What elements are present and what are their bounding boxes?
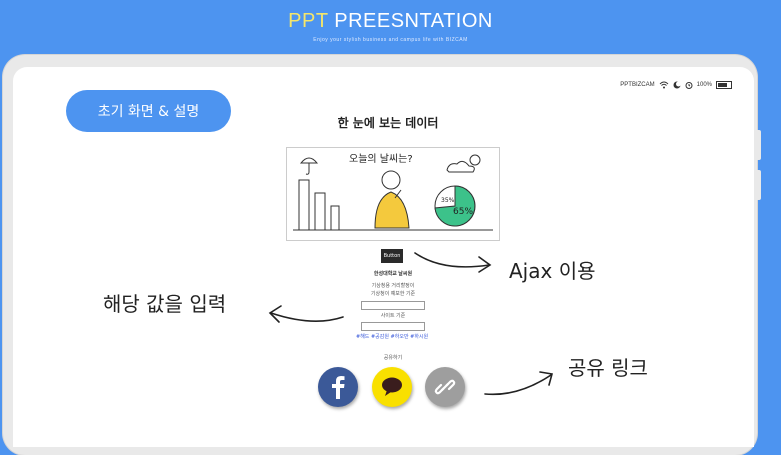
- wifi-icon: [659, 81, 668, 89]
- status-bar: PPTBIZCAM 100%: [620, 81, 732, 89]
- intro-section-button[interactable]: 초기 화면 & 설명: [66, 90, 231, 132]
- cloud-sun-icon: [446, 154, 481, 173]
- annotation-ajax: Ajax 이용: [509, 259, 596, 283]
- moon-icon: [673, 81, 681, 89]
- mini-button[interactable]: Button: [381, 249, 403, 263]
- facebook-icon: [332, 376, 345, 399]
- side-button: [755, 130, 761, 160]
- side-button: [755, 170, 761, 200]
- banner-title-rest: PREESNTATION: [328, 10, 493, 32]
- battery-icon: [716, 81, 732, 89]
- facebook-share-button[interactable]: [318, 367, 358, 407]
- value-input[interactable]: [361, 301, 425, 310]
- value-input[interactable]: [361, 322, 425, 331]
- sub-label: 사이트 기준: [380, 313, 406, 319]
- battery-percent: 100%: [696, 82, 712, 88]
- umbrella-icon: [299, 157, 319, 175]
- arrows-layer: [268, 252, 554, 396]
- banner-title-accent: PPT: [288, 10, 329, 32]
- pie-drawing: 35% 65%: [434, 185, 476, 227]
- kakao-talk-icon: [382, 377, 402, 396]
- arrow-icon: [484, 371, 554, 396]
- phone-title: 한 눈에 보는 데이터: [337, 116, 439, 130]
- illustration-caption: 오늘의 날씨는?: [349, 153, 413, 165]
- pie-small-label: 35%: [441, 197, 455, 204]
- alarm-icon: [685, 82, 693, 89]
- annotation-share: 공유 링크: [568, 356, 648, 380]
- arrow-icon: [414, 252, 492, 273]
- bar-drawing: [293, 179, 493, 231]
- illustration-drawing: 오늘의 날씨는? 35% 65%: [293, 153, 493, 231]
- weather-illustration: 오늘의 날씨는? 35% 65%: [286, 147, 500, 241]
- description-line: 기상청이 예보한 기준: [370, 291, 416, 297]
- banner: PPT PREESNTATION Enjoy your stylish busi…: [0, 0, 781, 60]
- hashtag-list: #해드 #공감원 #하오만 #하시원: [356, 334, 429, 340]
- arrow-icon: [268, 305, 344, 323]
- school-label: 한성대학교 날씨원: [373, 271, 413, 277]
- description-line: 기상청용 거리할정이: [371, 283, 415, 289]
- person-drawing: [374, 170, 410, 229]
- carrier-label: PPTBIZCAM: [620, 82, 655, 88]
- link-share-button[interactable]: [425, 367, 465, 407]
- pie-big-label: 65%: [453, 207, 473, 217]
- share-label: 공유하기: [383, 355, 403, 361]
- banner-subtitle: Enjoy your stylish business and campus l…: [313, 37, 468, 43]
- banner-title: PPT PREESNTATION: [0, 10, 781, 33]
- link-icon: [434, 379, 456, 395]
- annotation-input: 해당 값을 입력: [103, 292, 227, 316]
- kakao-share-button[interactable]: [372, 367, 412, 407]
